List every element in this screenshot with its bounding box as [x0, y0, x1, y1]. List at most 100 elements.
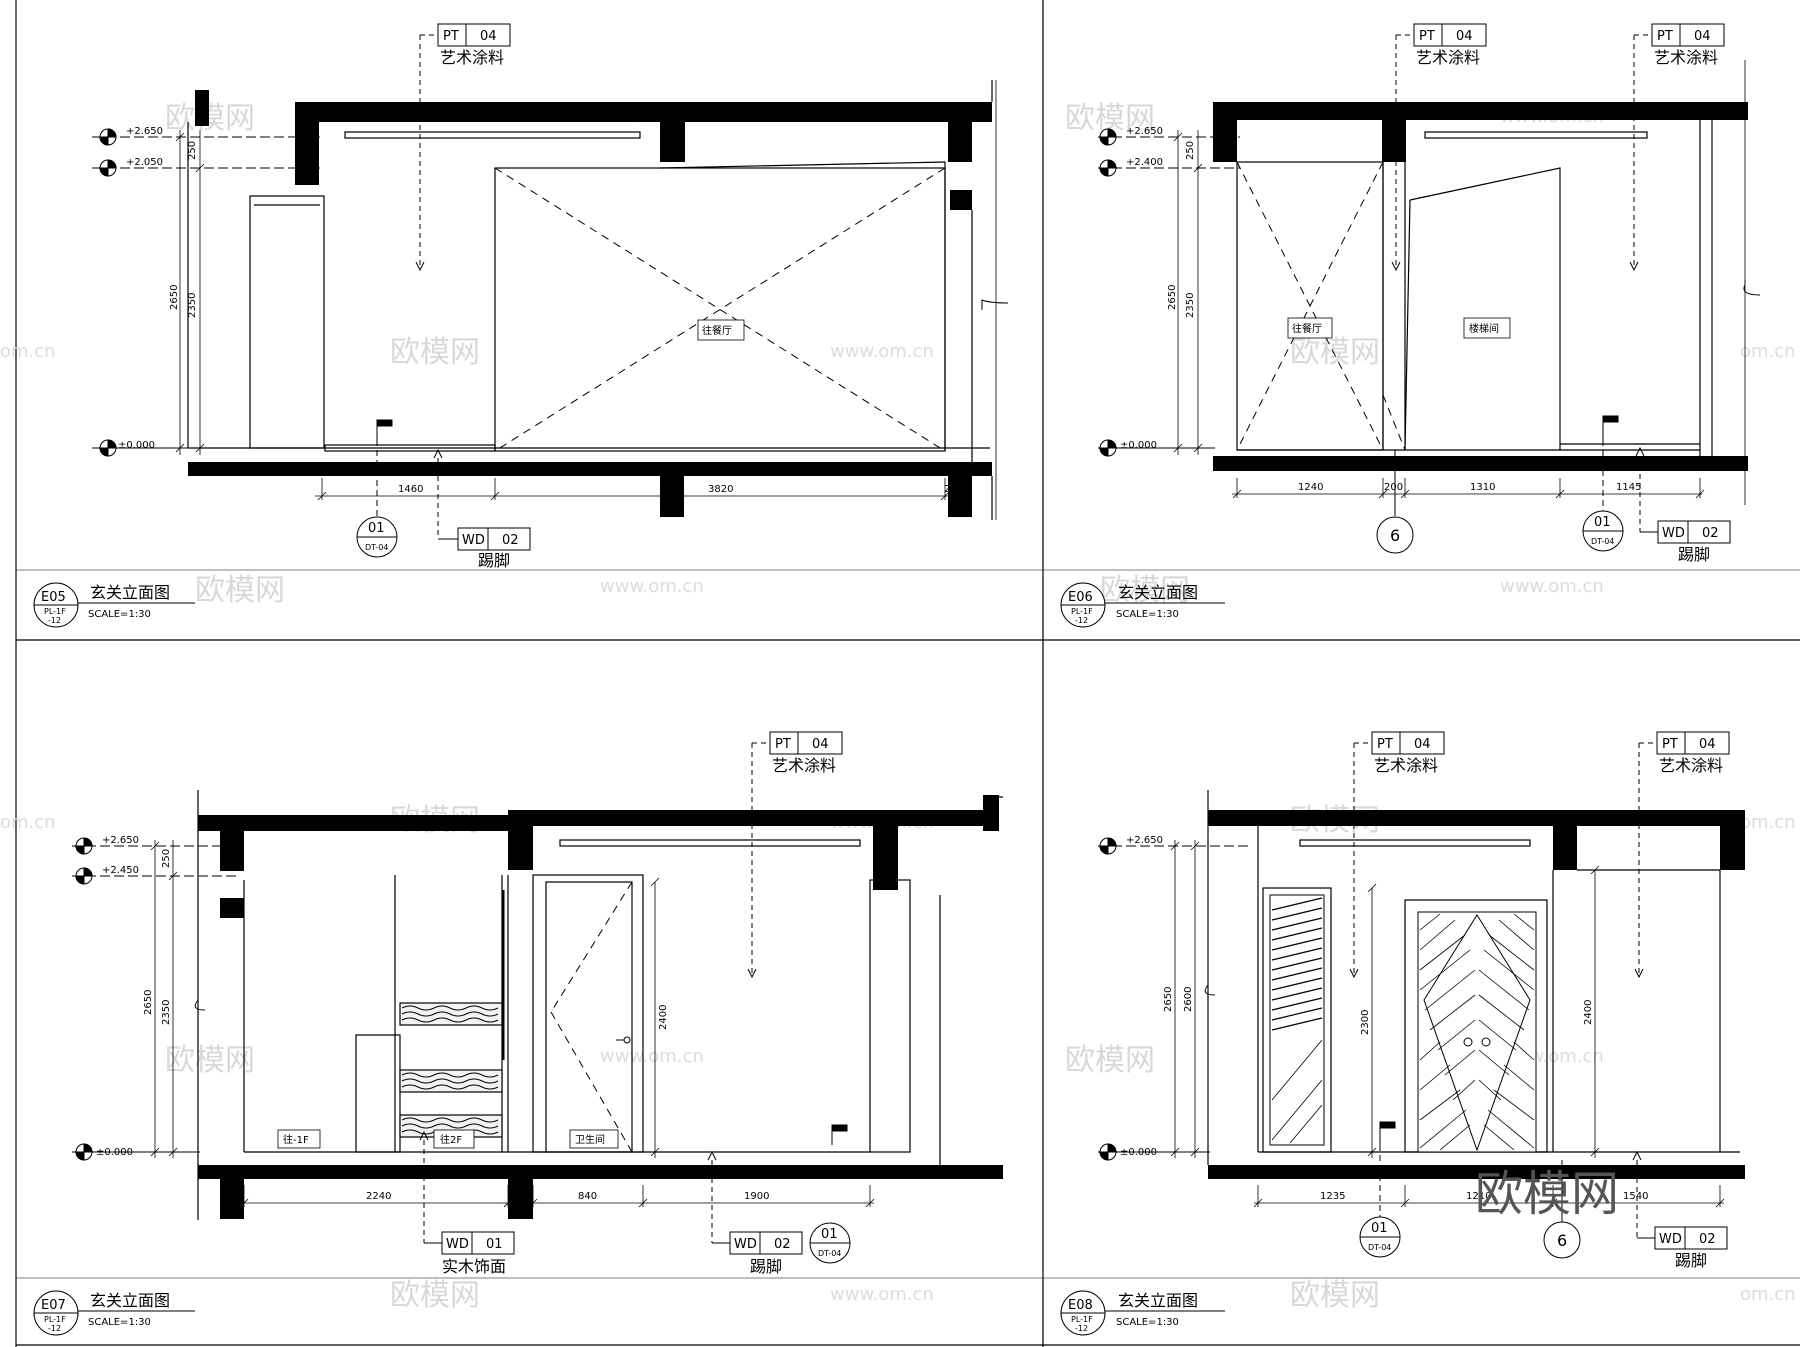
dimension-label: 1240	[1298, 482, 1323, 493]
drawing-scale: SCALE=1:30	[88, 609, 151, 620]
watermark-logo: 欧模网	[1290, 1278, 1380, 1313]
dimension-label: 2650	[143, 990, 154, 1015]
tag-number: 02	[774, 1237, 791, 1252]
door-handle-icon	[1463, 1037, 1473, 1047]
drawing-scale: SCALE=1:30	[1116, 1317, 1179, 1328]
dimension-label: 1460	[398, 484, 423, 495]
flag-marker	[1602, 415, 1619, 440]
panel-e06: +2.650 +2.400 ±0.000 250 2650 2350 12	[1060, 23, 1761, 628]
tag-code: PT	[443, 29, 459, 44]
watermark-url: www.om.cn	[600, 576, 704, 597]
door-handle-icon	[1481, 1037, 1491, 1047]
vertical-dimensions	[1173, 130, 1203, 455]
wall-lines	[1236, 60, 1746, 505]
watermark-url: om.cn	[0, 812, 56, 833]
tag-description: 踢脚	[478, 551, 510, 570]
dimension-label: 1235	[1320, 1191, 1345, 1202]
drawing-ref: PL-1F	[1071, 1315, 1093, 1324]
wall-structure	[1213, 102, 1748, 471]
dimension-label: 840	[578, 1191, 597, 1202]
level-label: +2.050	[126, 157, 163, 168]
watermark-logo: 欧模网	[165, 101, 255, 136]
drawing-code: E05	[41, 590, 66, 605]
tag-number: 02	[1702, 526, 1719, 541]
tag-description: 踢脚	[750, 1257, 782, 1276]
watermark-logo: 欧模网	[165, 1043, 255, 1078]
level-label: +2.650	[102, 835, 139, 846]
watermark-url: www.om.cn	[830, 341, 934, 362]
tag-number: 04	[1456, 29, 1473, 44]
break-line	[1743, 280, 1761, 296]
room-label-box	[1287, 317, 1333, 339]
dimension-label: 2350	[161, 1000, 172, 1025]
room-label-box	[1463, 317, 1511, 339]
tag-number: 04	[1699, 737, 1716, 752]
drawing-ref: -12	[1075, 616, 1088, 625]
door-swing	[550, 881, 633, 1153]
tag-code: WD	[446, 1237, 469, 1252]
drawing-ref: -12	[48, 616, 61, 625]
flag-marker	[831, 1124, 848, 1145]
watermark-logo: 欧模网	[1290, 335, 1380, 370]
dimension-label: 1540	[1623, 1191, 1648, 1202]
room-label: 往餐厅	[1292, 322, 1322, 335]
door-handle-icon	[623, 1036, 631, 1044]
door-leaf	[1417, 911, 1537, 1153]
tag-description: 踢脚	[1675, 1251, 1707, 1270]
detail-callout	[809, 1222, 851, 1264]
break-line	[1204, 984, 1216, 996]
dimension-label: 1900	[744, 1191, 769, 1202]
detail-number: 01	[368, 521, 385, 536]
dimension-label: 2350	[187, 293, 198, 318]
drawing-ref: PL-1F	[1071, 607, 1093, 616]
level-label: +2.400	[1126, 157, 1163, 168]
material-tag-pt	[415, 23, 511, 272]
tag-description: 艺术涂料	[1416, 48, 1480, 67]
flag-marker	[376, 419, 393, 440]
drawing-title: 玄关立面图	[90, 583, 170, 602]
watermark-url: om.cn	[1740, 341, 1796, 362]
title-block	[1060, 1290, 1225, 1336]
material-tag-wd	[433, 448, 531, 551]
level-label: ±0.000	[1120, 440, 1157, 451]
tag-code: WD	[462, 533, 485, 548]
watermark-logo: 欧模网	[1100, 573, 1190, 608]
detail-number: 01	[1594, 515, 1611, 530]
material-tag-wd	[1632, 1150, 1728, 1250]
watermark-url: om.cn	[0, 341, 56, 362]
drawing-ref: PL-1F	[44, 607, 66, 616]
level-label: +2.650	[126, 126, 163, 137]
louver-panel	[1269, 894, 1325, 1146]
tag-code: WD	[1659, 1232, 1682, 1247]
tag-number: 01	[486, 1237, 503, 1252]
wall-structure	[188, 90, 992, 517]
tag-description: 艺术涂料	[440, 48, 504, 67]
watermark-logo: 欧模网	[390, 335, 480, 370]
room-label: 往-1F	[283, 1133, 309, 1146]
detail-callout	[356, 440, 398, 558]
room-label: 楼梯间	[1469, 322, 1499, 335]
dimension-label: 1210	[1466, 1191, 1491, 1202]
tag-description: 艺术涂料	[772, 756, 836, 775]
tag-description: 艺术涂料	[1659, 756, 1723, 775]
material-tag-wd	[419, 1130, 803, 1255]
watermark-logo-large: 欧模网	[1475, 1166, 1619, 1222]
drawing-title: 玄关立面图	[90, 1291, 170, 1310]
watermark-logo: 欧模网	[195, 573, 285, 608]
detail-callout	[1359, 1145, 1401, 1258]
dimension-label: 1145	[1616, 482, 1641, 493]
vertical-dimensions	[1170, 840, 1600, 1158]
drawing-title: 玄关立面图	[1118, 583, 1198, 602]
dimension-label: 2650	[1163, 987, 1174, 1012]
detail-sheet: DT-04	[1368, 1243, 1391, 1252]
drawing-title: 玄关立面图	[1118, 1291, 1198, 1310]
tag-number: 04	[480, 29, 497, 44]
title-block	[1060, 582, 1225, 628]
tag-code: PT	[1419, 29, 1435, 44]
drawing-code: E07	[41, 1298, 66, 1313]
level-label: ±0.000	[1120, 1147, 1157, 1158]
watermark-url: om.cn	[1740, 812, 1796, 833]
tag-code: PT	[1657, 29, 1673, 44]
title-block	[33, 1290, 195, 1336]
level-label: ±0.000	[118, 440, 155, 451]
